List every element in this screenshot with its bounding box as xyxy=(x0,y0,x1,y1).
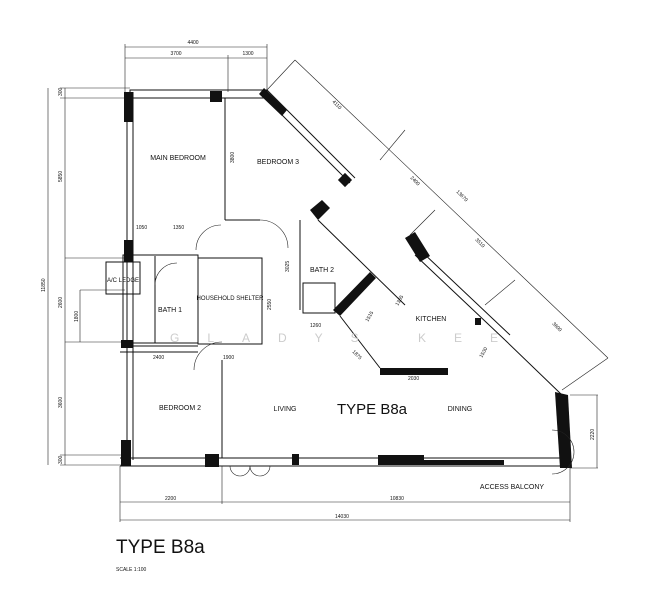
room-bath-1: BATH 1 xyxy=(158,307,182,314)
interior-dimensions: 3800 1050 1350 2400 1900 2550 3025 1260 … xyxy=(136,152,598,469)
dim-1300: 1300 xyxy=(242,51,253,57)
dim-5850: 5850 xyxy=(58,171,64,182)
dim-1365: 1365 xyxy=(395,294,406,307)
dim-11850: 11850 xyxy=(41,278,47,292)
dim-3510: 3510 xyxy=(474,237,486,249)
dim-3025: 3025 xyxy=(285,261,291,272)
room-main-bedroom: MAIN BEDROOM xyxy=(150,155,206,162)
room-access-balcony: ACCESS BALCONY xyxy=(480,484,545,491)
bottom-dimensions: 2200 10830 14030 xyxy=(119,466,571,522)
dim-1515: 1515 xyxy=(365,310,376,323)
room-household-shelter: HOUSEHOLD SHELTER xyxy=(197,296,265,302)
plan-title: TYPE B8a xyxy=(116,537,205,558)
dim-1900: 1900 xyxy=(223,355,234,361)
dim-1050: 1050 xyxy=(136,225,147,231)
dim-3800: 3800 xyxy=(230,152,236,163)
left-dimensions: 300 5850 11850 2600 1800 3600 300 xyxy=(41,87,130,466)
doors xyxy=(154,219,575,477)
dim-14030: 14030 xyxy=(335,514,349,520)
room-bedroom-3: BEDROOM 3 xyxy=(257,159,299,166)
watermark: GLADYS KEE xyxy=(170,331,526,345)
dim-2600: 2600 xyxy=(58,297,64,308)
dim-1530: 1530 xyxy=(479,346,490,359)
room-kitchen: KITCHEN xyxy=(416,316,447,323)
dim-13670: 13670 xyxy=(455,189,469,203)
dim-2400-diag: 2400 xyxy=(409,175,421,187)
dim-1800: 1800 xyxy=(74,311,80,322)
dim-300-top: 300 xyxy=(58,87,64,96)
room-ac-ledge: A/C LEDGE xyxy=(107,278,139,284)
dim-2550: 2550 xyxy=(267,299,273,310)
dim-2400: 2400 xyxy=(153,355,164,361)
walls xyxy=(105,88,572,468)
dim-4400: 4400 xyxy=(187,40,198,46)
dim-3600-diag: 3600 xyxy=(551,321,563,333)
type-label: TYPE B8a xyxy=(337,401,408,418)
dim-3600: 3600 xyxy=(58,397,64,408)
dim-10830: 10830 xyxy=(390,496,404,502)
room-bedroom-2: BEDROOM 2 xyxy=(159,405,201,412)
dim-3700: 3700 xyxy=(170,51,181,57)
dim-300-bottom: 300 xyxy=(58,455,64,464)
room-dining: DINING xyxy=(448,406,473,413)
dim-2030: 2030 xyxy=(408,376,419,382)
dim-2200: 2200 xyxy=(165,496,176,502)
room-bath-2: BATH 2 xyxy=(310,267,334,274)
dim-2220: 2220 xyxy=(590,429,596,440)
top-dimensions: 4400 3700 1300 xyxy=(124,40,268,92)
dim-1260: 1260 xyxy=(310,323,321,329)
dim-1875: 1875 xyxy=(351,349,363,361)
dim-1350: 1350 xyxy=(173,225,184,231)
room-living: LIVING xyxy=(274,406,297,413)
dim-4110: 4110 xyxy=(331,99,343,111)
plan-scale: SCALE 1:100 xyxy=(116,567,147,573)
